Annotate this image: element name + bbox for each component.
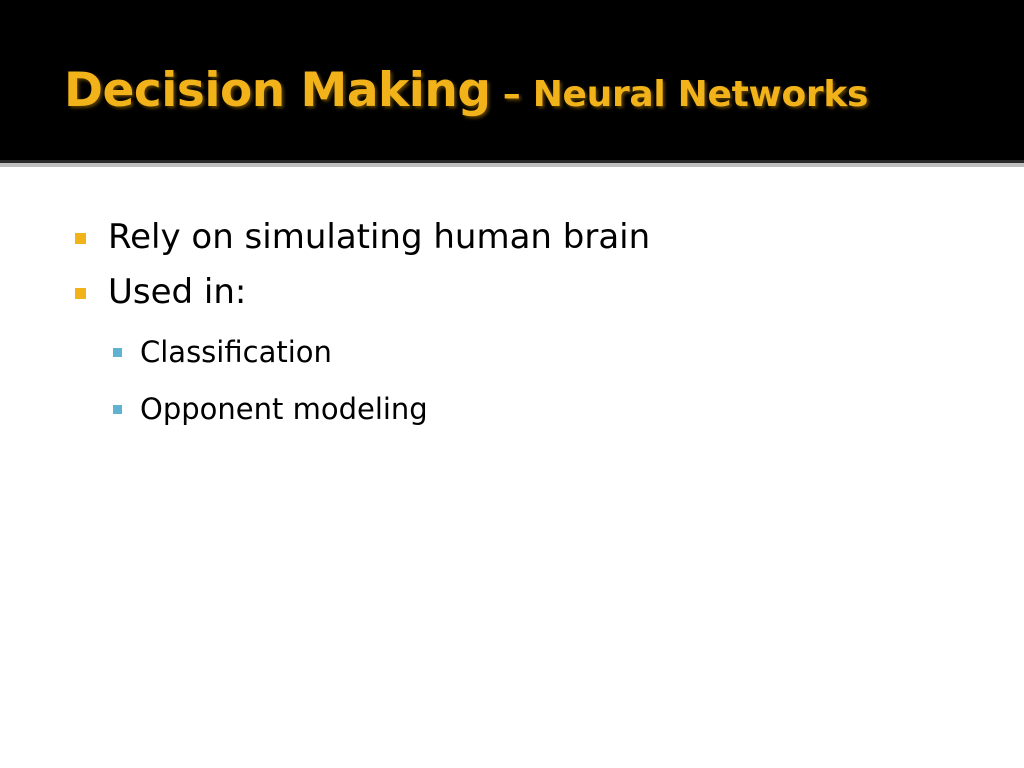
bullet-square-icon [75,233,86,244]
title-bar [0,0,1024,160]
slide-title: Decision Making – Neural Networks [64,56,868,126]
bullet-item: Used in: [108,272,247,312]
title-divider-highlight [0,163,1024,167]
sub-bullet-square-icon [113,348,122,357]
slide-title-main: Decision Making [64,63,491,118]
sub-bullet-item: Opponent modeling [140,392,428,426]
sub-bullet-square-icon [113,405,122,414]
slide-title-separator: – [490,74,533,115]
slide-title-sub: Neural Networks [532,74,869,115]
bullet-item: Rely on simulating human brain [108,217,651,257]
title-divider [0,160,1024,163]
sub-bullet-item: Classification [140,335,332,369]
bullet-square-icon [75,288,86,299]
